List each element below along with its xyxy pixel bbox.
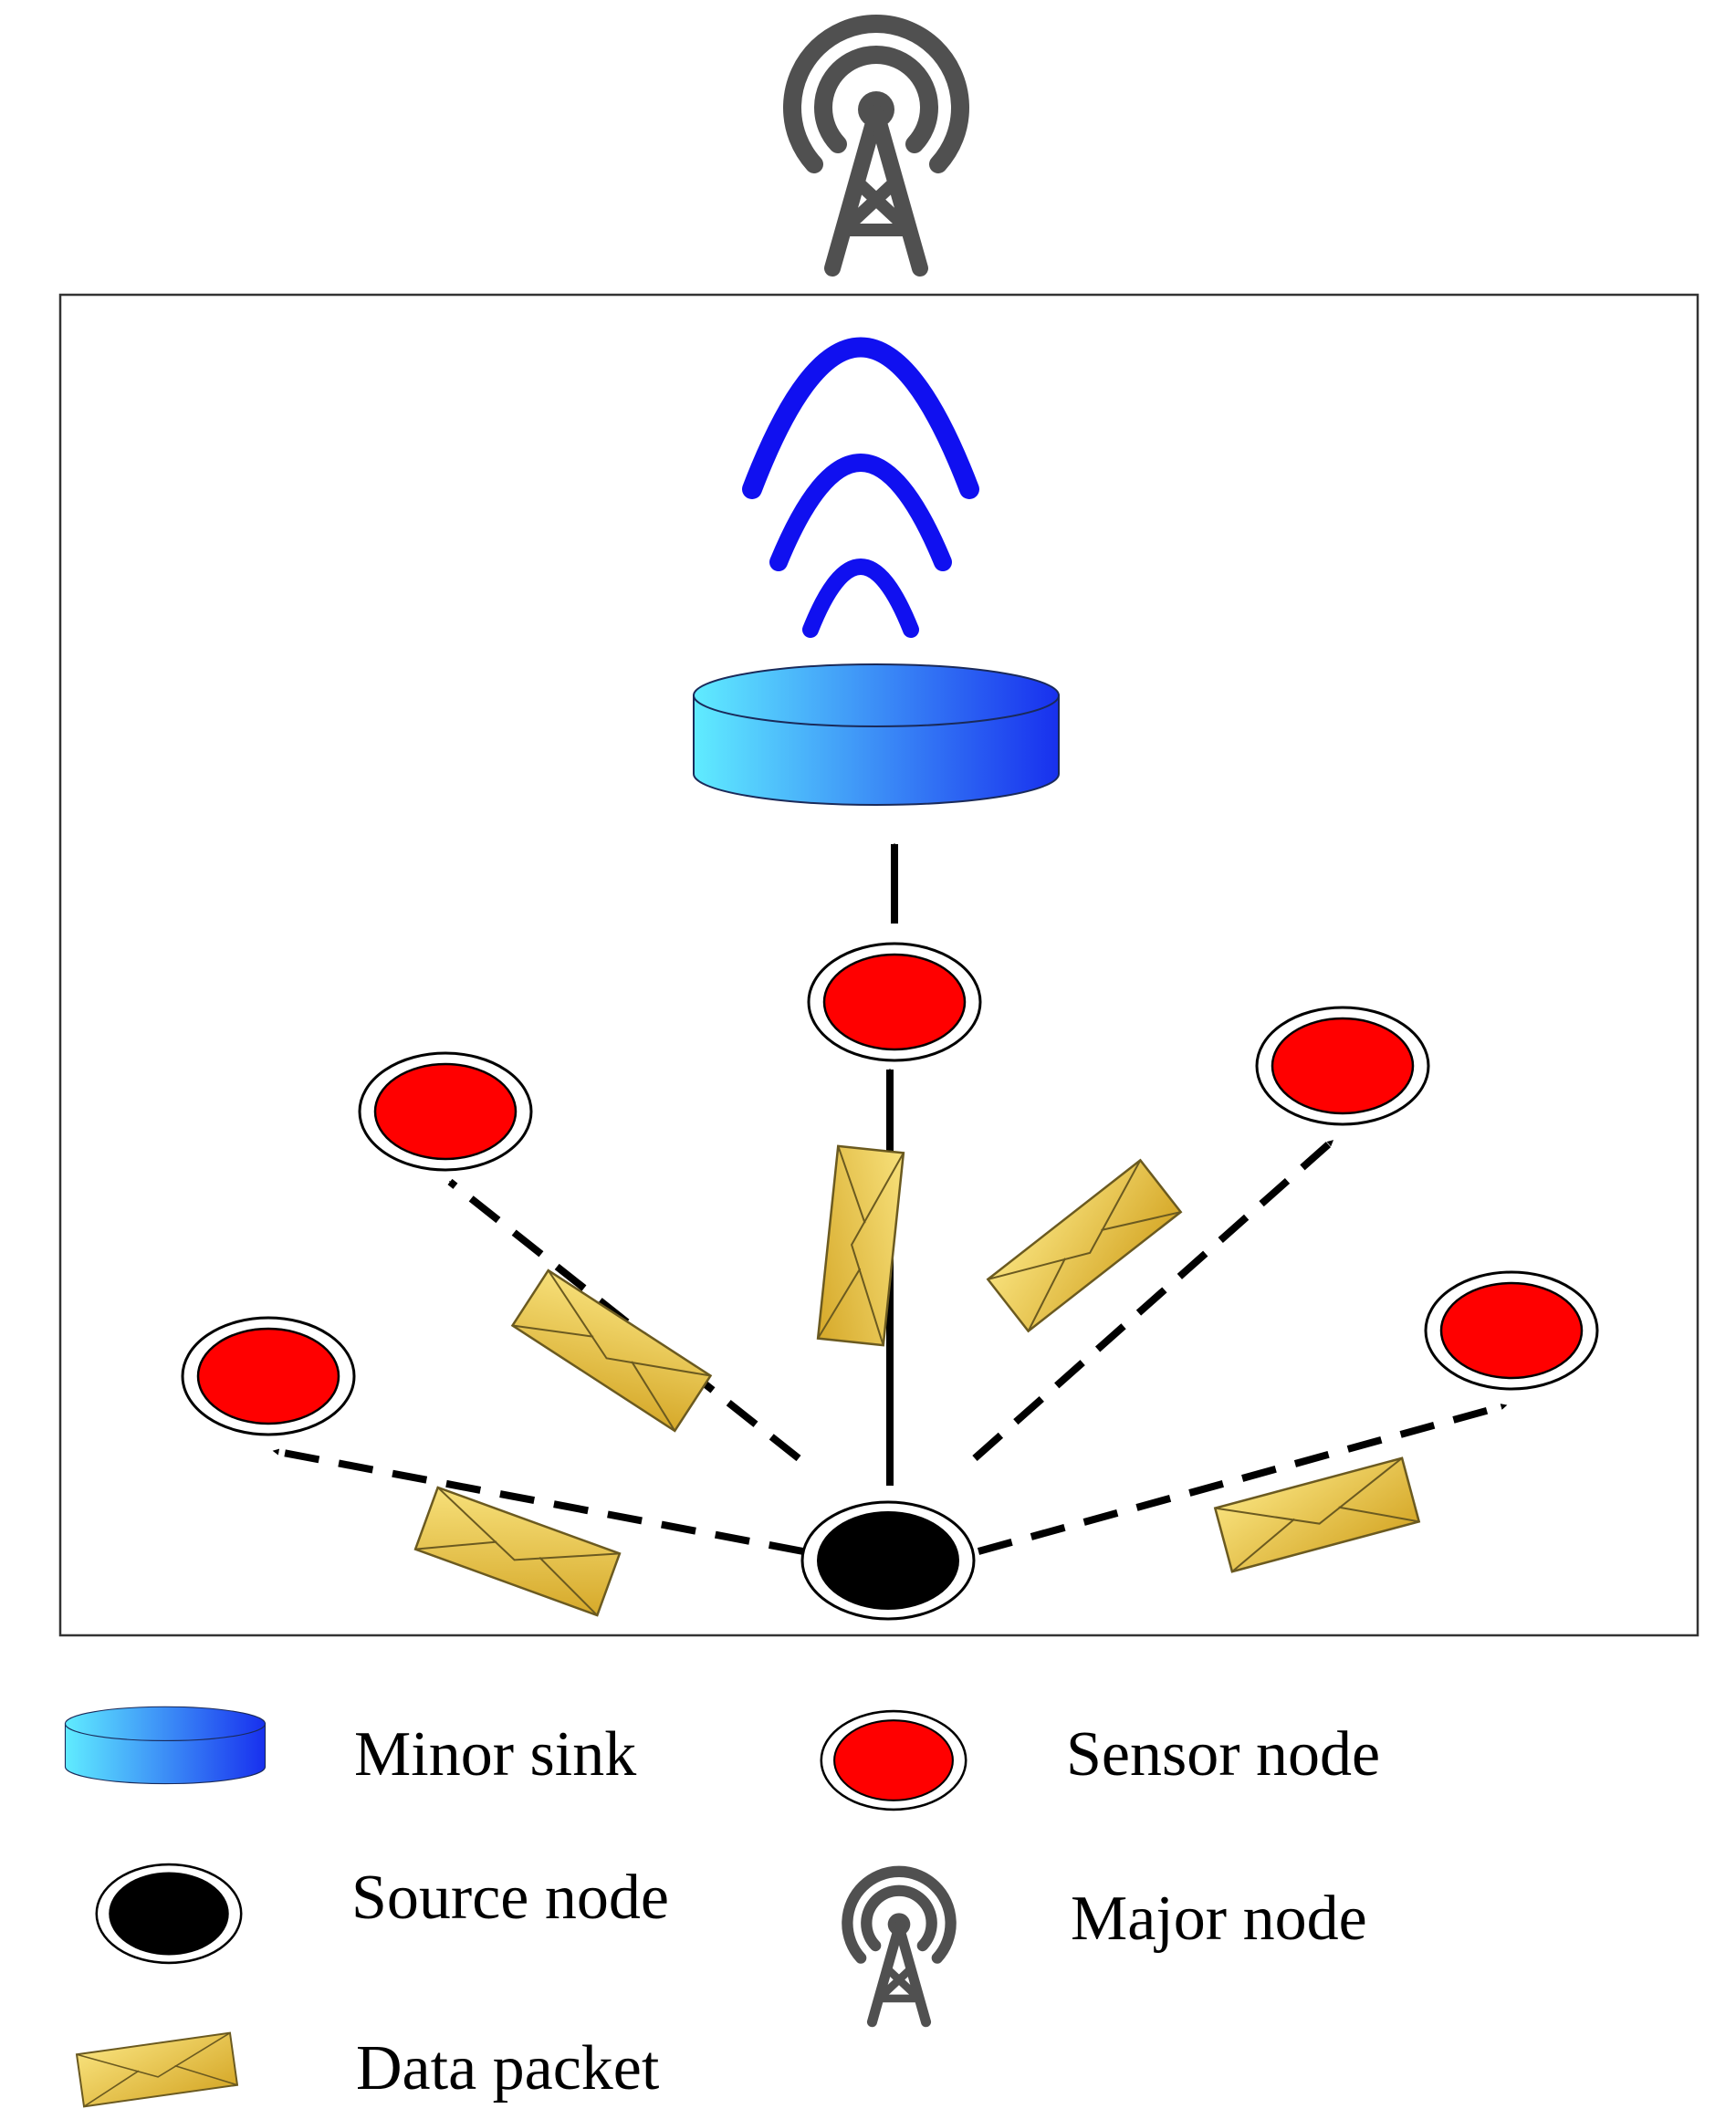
red-node-icon [807,942,982,1062]
cylinder-icon [64,1706,267,1785]
cylinder-icon [693,663,1060,806]
red-node-icon [358,1051,533,1172]
radio-tower-icon [847,1872,950,2022]
legend-label-data-packet: Data packet [356,2033,660,2103]
wireless-signal-icon [742,337,979,638]
legend-label-sensor-node: Sensor node [1066,1719,1381,1790]
legend-label-major-node: Major node [1071,1884,1367,1954]
envelope-icon [76,2031,238,2108]
black-node-icon [800,1500,976,1621]
red-node-icon [820,1709,967,1811]
red-node-icon [181,1316,356,1436]
arrow-source-to-right-upper-sensor [972,1138,1335,1461]
legend-label-minor-sink: Minor sink [354,1719,637,1790]
arrow-source-to-right-lower-sensor [977,1402,1508,1555]
radio-tower-icon [792,24,960,268]
black-node-icon [95,1863,243,1965]
legend-label-source-node: Source node [351,1863,669,1933]
red-node-icon [1255,1006,1430,1126]
arrow-source-to-left-lower-sensor [272,1447,804,1555]
red-node-icon [1424,1270,1599,1391]
